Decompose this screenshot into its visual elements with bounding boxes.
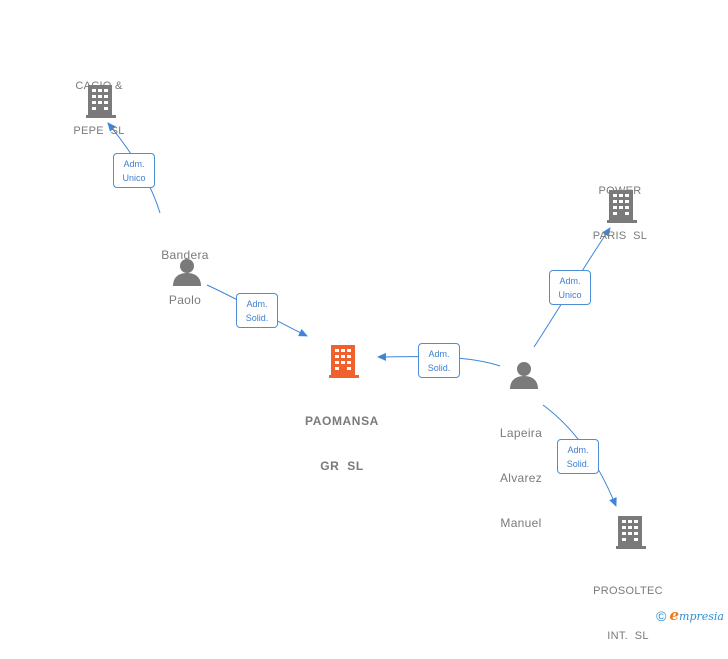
role-line: Solid. <box>566 459 590 469</box>
role-line: Adm. <box>567 445 589 455</box>
role-line: Adm. <box>428 349 450 359</box>
brand-name: mpresia <box>679 610 724 623</box>
brand-watermark[interactable]: © empresia <box>656 606 724 624</box>
edge-role-lapeira-power: Adm. Unico <box>549 270 591 305</box>
person-label-bandera[interactable]: Bandera Paolo <box>150 218 220 323</box>
label-line: PAOMANSA <box>305 414 379 428</box>
copyright-icon: © <box>656 608 667 624</box>
label-line: POWER <box>598 185 642 197</box>
building-icon <box>86 85 116 118</box>
role-line: Unico <box>122 173 146 183</box>
building-icon <box>616 516 646 549</box>
person-icon <box>510 362 538 389</box>
role-line: Adm. <box>123 159 145 169</box>
person-icon <box>173 259 201 286</box>
company-label-paomansa[interactable]: PAOMANSA GR SL <box>296 384 388 489</box>
brand-initial: e <box>669 606 680 624</box>
label-line: Bandera <box>161 248 209 262</box>
role-line: Adm. <box>559 276 581 286</box>
role-line: Solid. <box>427 363 451 373</box>
person-label-lapeira[interactable]: Lapeira Alvarez Manuel <box>486 396 556 546</box>
company-label-power[interactable]: POWER PARIS SL <box>585 154 655 259</box>
role-line: Solid. <box>245 313 269 323</box>
label-line: INT. SL <box>607 630 649 642</box>
label-line: Paolo <box>168 293 202 307</box>
role-line: Unico <box>558 290 582 300</box>
relationship-graph <box>86 85 646 549</box>
edge-role-bandera-cacio: Adm. Unico <box>113 153 155 188</box>
building-icon <box>607 190 637 223</box>
label-line: Alvarez <box>499 471 543 485</box>
label-line: PARIS SL <box>592 230 648 242</box>
building-icon-main <box>329 345 359 378</box>
label-line: CACIO & <box>75 80 123 92</box>
edge-role-bandera-paomansa: Adm. Solid. <box>236 293 278 328</box>
label-line: PEPE SL <box>73 125 125 137</box>
label-line: Lapeira <box>499 426 543 440</box>
label-line: PROSOLTEC <box>593 585 663 597</box>
edge-role-lapeira-paomansa: Adm. Solid. <box>418 343 460 378</box>
company-label-cacio[interactable]: CACIO & PEPE SL <box>64 49 134 154</box>
label-line: GR SL <box>320 459 364 473</box>
edge-role-lapeira-prosoltec: Adm. Solid. <box>557 439 599 474</box>
role-line: Adm. <box>246 299 268 309</box>
label-line: Manuel <box>500 516 542 530</box>
